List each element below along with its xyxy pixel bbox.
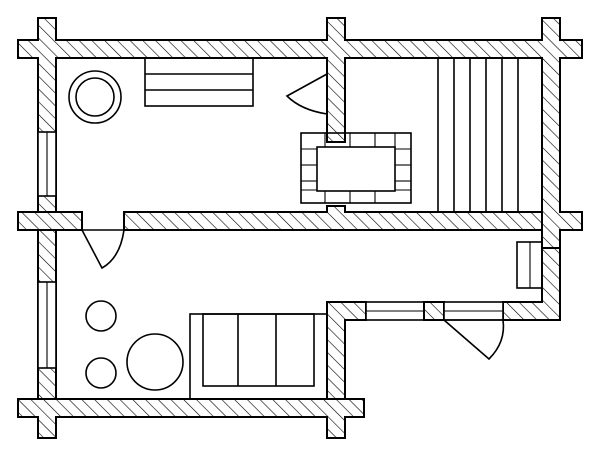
wall-bottom bbox=[17, 398, 365, 439]
bench-lower bbox=[189, 313, 328, 400]
upper-left-room bbox=[68, 57, 328, 124]
windows bbox=[37, 131, 504, 369]
window-left-upper bbox=[37, 131, 57, 197]
round-tub bbox=[126, 333, 184, 391]
window-left-lower bbox=[37, 281, 57, 369]
wall-right-step bbox=[502, 247, 561, 321]
wall-cabinet bbox=[516, 241, 543, 289]
lower-corridor bbox=[441, 241, 543, 361]
wall-step-inner bbox=[326, 301, 367, 400]
stove bbox=[300, 132, 412, 204]
wall-middle bbox=[17, 205, 543, 231]
walls bbox=[17, 17, 583, 439]
door-swing-lower bbox=[80, 229, 125, 270]
lower-left-room bbox=[80, 229, 328, 400]
round-stool-top bbox=[85, 300, 117, 332]
door-swing-upper bbox=[285, 72, 328, 115]
slatted-bench bbox=[437, 57, 543, 213]
round-basin bbox=[68, 70, 122, 124]
round-stool-bottom bbox=[85, 357, 117, 389]
window-corridor bbox=[365, 301, 504, 321]
bench-upper bbox=[144, 57, 254, 107]
exterior-door bbox=[441, 319, 505, 361]
